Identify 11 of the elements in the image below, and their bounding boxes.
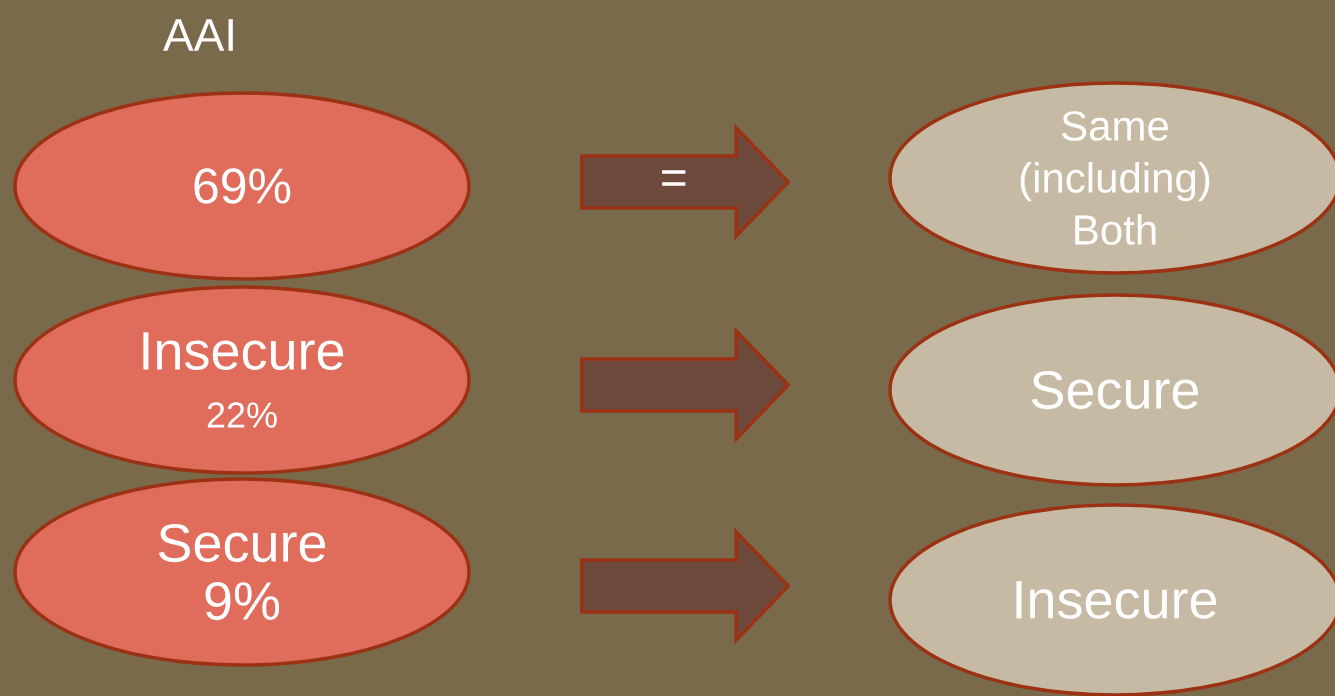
block-arrow: [580, 123, 791, 241]
edge-label: =: [658, 169, 689, 195]
ellipse-node: Insecure 22%: [13, 285, 471, 475]
ellipse-node: Secure: [888, 293, 1335, 487]
ellipse-node: Same (including) Both: [888, 81, 1335, 275]
ellipse-node: 69%: [13, 91, 471, 281]
ellipse-node: Insecure: [888, 503, 1335, 696]
ellipse-node: Secure 9%: [13, 477, 471, 667]
block-arrow: [580, 326, 791, 444]
block-arrow: [580, 527, 791, 645]
title: AAI: [163, 19, 233, 51]
